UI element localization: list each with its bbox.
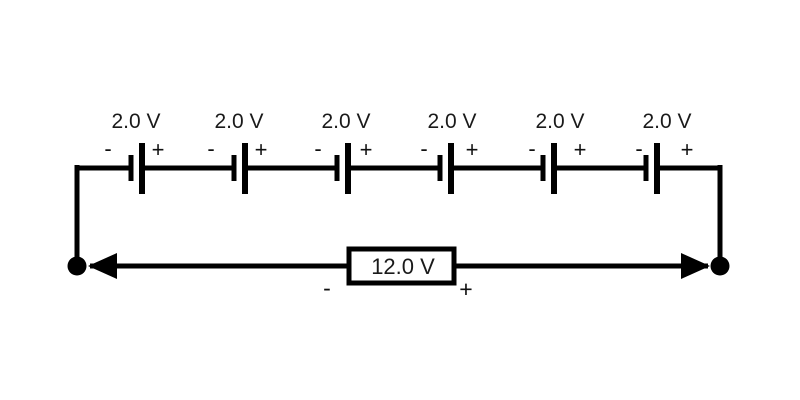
cell-1-voltage-label: 2.0 V	[111, 110, 160, 133]
cell-2-voltage-label: 2.0 V	[214, 110, 263, 133]
cell-3-positive-sign: +	[360, 137, 373, 162]
cell-6-negative-sign: -	[635, 136, 642, 161]
battery-cell-3[interactable]: 2.0 V - +	[314, 110, 372, 194]
cell-4-negative-sign: -	[420, 136, 427, 161]
cell-2-positive-sign: +	[255, 137, 268, 162]
cell-5-positive-sign: +	[574, 137, 587, 162]
battery-cell-4[interactable]: 2.0 V - +	[420, 110, 478, 194]
cell-4-positive-sign: +	[466, 137, 479, 162]
cell-4-voltage-label: 2.0 V	[427, 110, 476, 133]
load-box	[346, 246, 457, 286]
load-negative-sign: -	[323, 275, 331, 301]
cell-3-voltage-label: 2.0 V	[321, 110, 370, 133]
load-positive-sign: +	[459, 276, 472, 302]
arrow-left-icon	[88, 253, 117, 279]
load-voltage-label: 12.0 V	[371, 254, 435, 279]
cell-6-voltage-label: 2.0 V	[642, 110, 691, 133]
arrow-right-icon	[681, 253, 710, 279]
cell-6-positive-sign: +	[681, 137, 694, 162]
cell-5-negative-sign: -	[528, 136, 535, 161]
battery-cell-5[interactable]: 2.0 V - +	[528, 110, 586, 194]
node-dot-left	[67, 256, 87, 276]
battery-cell-1[interactable]: 2.0 V - +	[104, 110, 164, 194]
battery-cell-6[interactable]: 2.0 V - +	[635, 110, 693, 194]
cell-2-negative-sign: -	[207, 136, 214, 161]
cell-1-negative-sign: -	[104, 136, 111, 161]
node-dot-right	[710, 256, 730, 276]
load-element[interactable]: 12.0 V - +	[323, 246, 473, 302]
cell-3-negative-sign: -	[314, 136, 321, 161]
battery-cell-2[interactable]: 2.0 V - +	[207, 110, 267, 194]
cell-5-voltage-label: 2.0 V	[535, 110, 584, 133]
cell-1-positive-sign: +	[152, 137, 165, 162]
